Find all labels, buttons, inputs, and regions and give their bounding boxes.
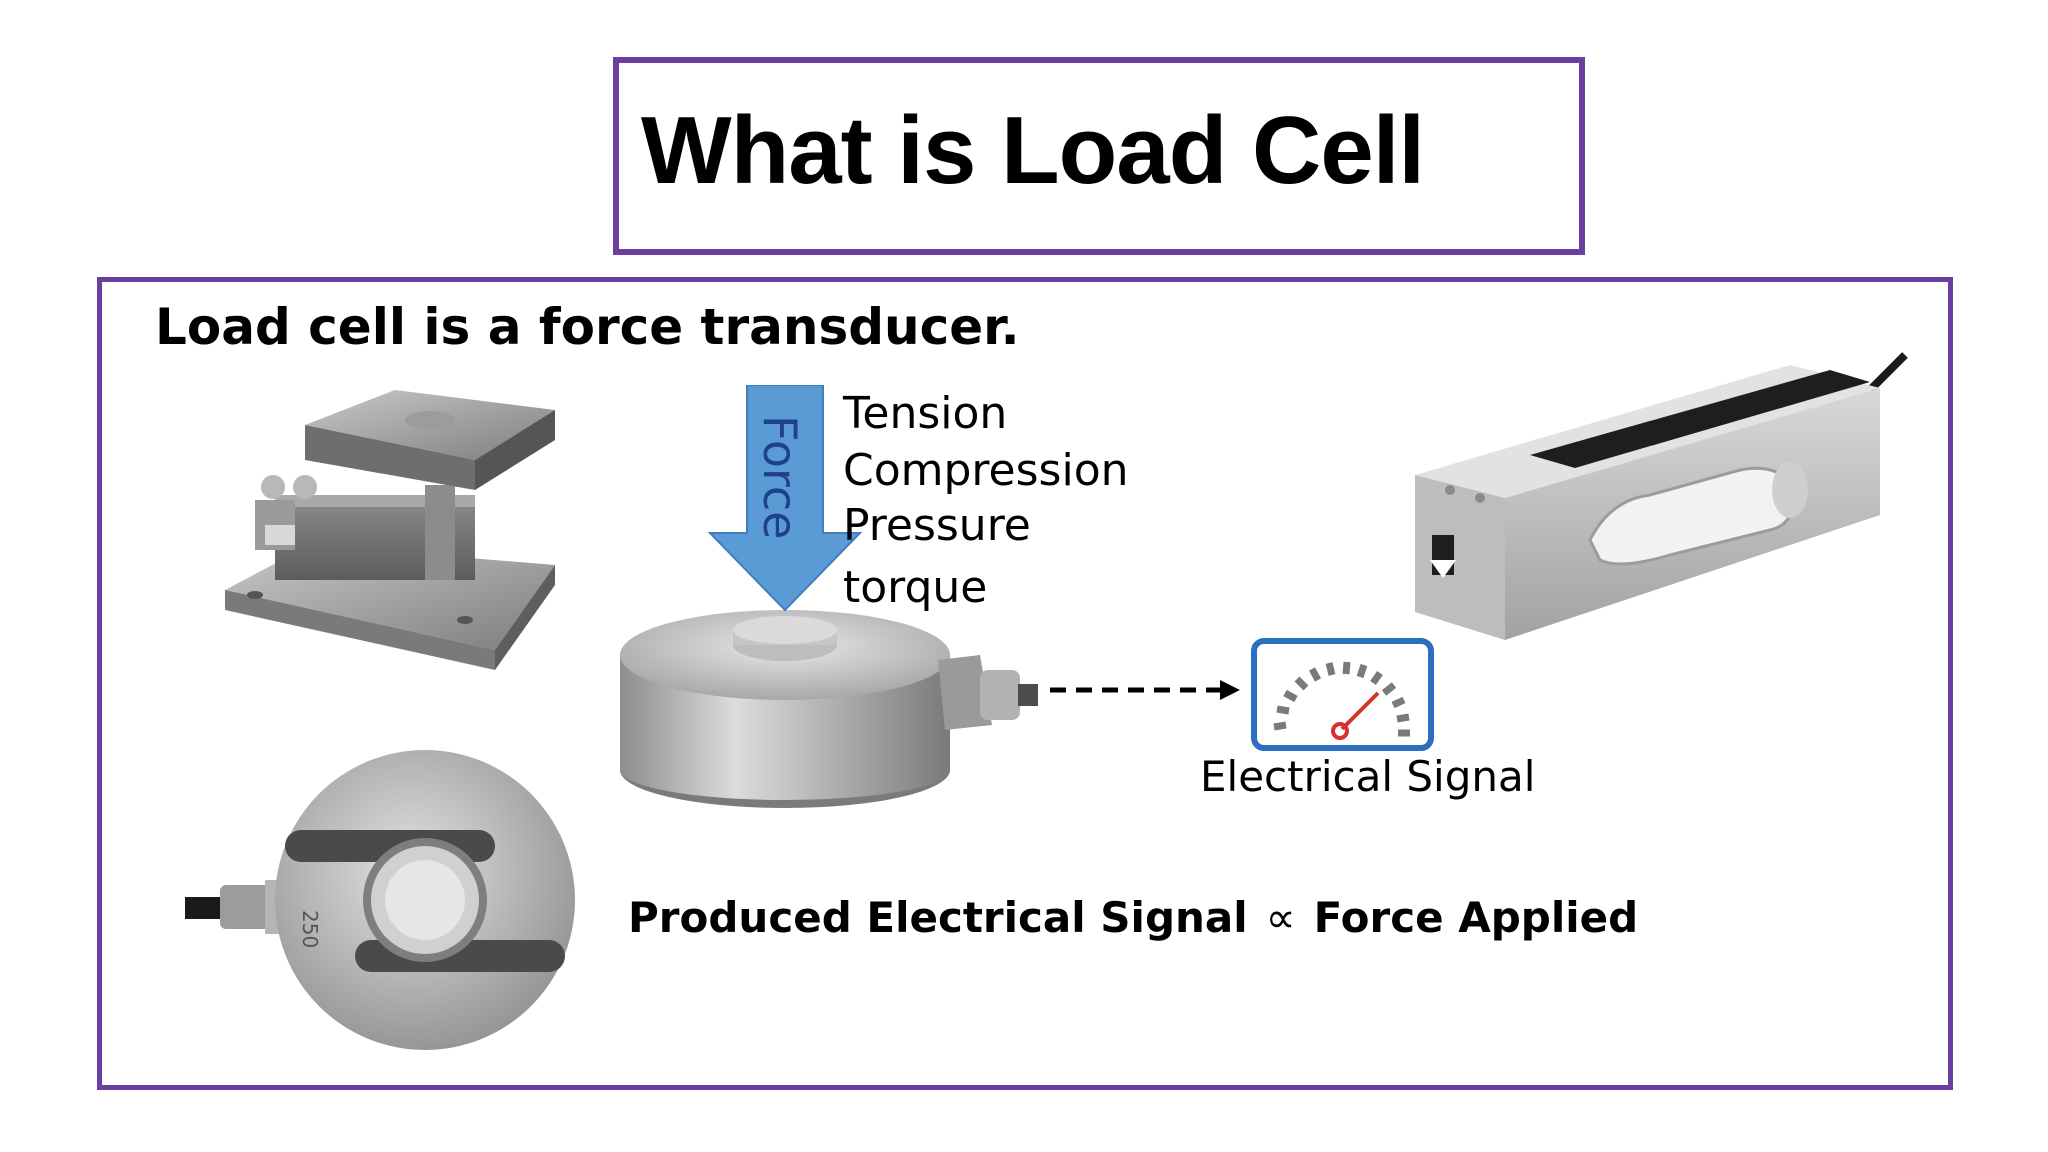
- single-point-load-cell: [1415, 352, 1908, 640]
- signal-arrow: [1050, 680, 1240, 700]
- relation-left: Produced Electrical Signal: [628, 893, 1248, 942]
- relation-right: Force Applied: [1313, 893, 1639, 942]
- subtitle: Load cell is a force transducer.: [155, 298, 1020, 356]
- canister-load-cell: [620, 610, 1038, 808]
- mounting-kit-load-cell: [225, 390, 555, 670]
- s-type-load-cell: 250: [185, 750, 575, 1050]
- force-arrow: [707, 385, 863, 612]
- force-type-torque: torque: [843, 562, 988, 613]
- force-type-tension: Tension: [843, 388, 1008, 439]
- force-type-pressure: Pressure: [843, 500, 1031, 551]
- signal-label: Electrical Signal: [1200, 752, 1536, 801]
- page-title: What is Load Cell: [641, 97, 1425, 204]
- stamp-text: 250: [298, 910, 322, 948]
- force-type-compression: Compression: [843, 445, 1129, 496]
- relation-statement: Produced Electrical Signal ∝ Force Applied: [628, 893, 1638, 942]
- signal-gauge-icon: [1251, 638, 1434, 751]
- title-box: What is Load Cell: [613, 57, 1585, 255]
- proportional-symbol: ∝: [1265, 893, 1296, 942]
